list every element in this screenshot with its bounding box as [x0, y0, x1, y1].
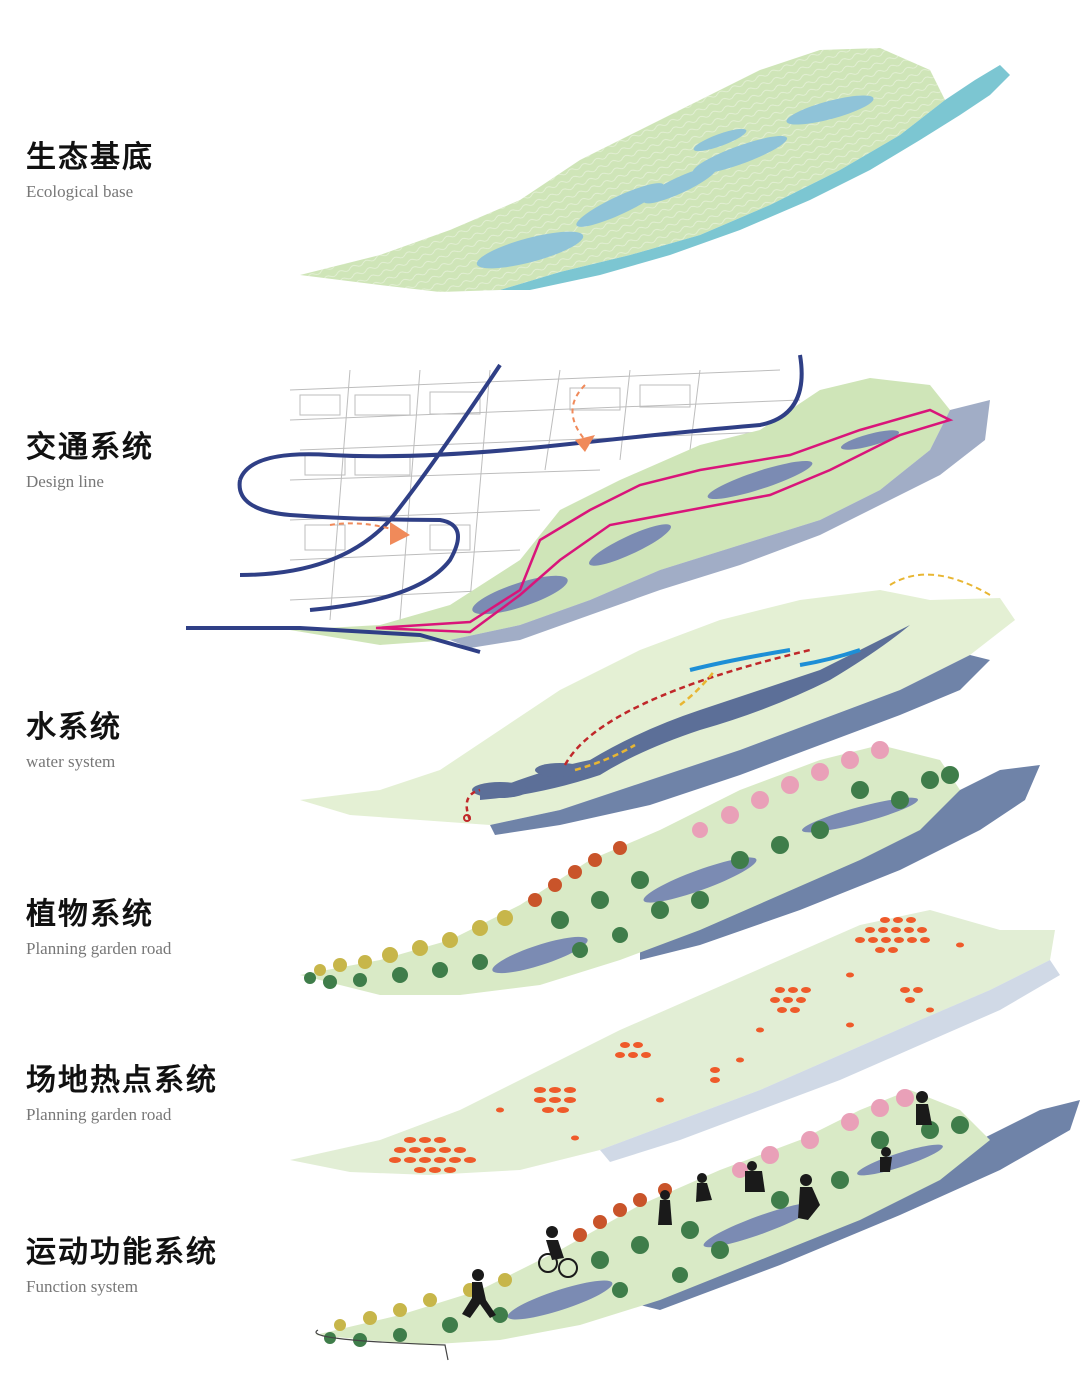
layer-sports [315, 1089, 1080, 1361]
arrow-head [575, 435, 595, 452]
pond [703, 1202, 817, 1248]
pond [857, 1144, 943, 1176]
layer-label-hotspots: 场地热点系统 Planning garden road [26, 1063, 218, 1125]
highway [239, 363, 502, 577]
tree-band-yellow [334, 1273, 512, 1331]
lake [643, 166, 717, 204]
flow-origin [463, 814, 471, 822]
lake [692, 135, 788, 175]
pond [507, 1280, 613, 1320]
tree-band-pink [732, 1089, 914, 1178]
layer-label-sports: 运动功能系统 Function system [26, 1235, 218, 1297]
layer-hotspots [290, 910, 1060, 1175]
layer-traffic [186, 354, 990, 654]
pond [589, 524, 671, 566]
layer-label-water: 水系统 water system [26, 710, 122, 772]
hotspot-cluster [389, 1137, 476, 1173]
flow-arrow [571, 384, 586, 441]
city-blocks [289, 369, 821, 621]
runner-silhouette [462, 1269, 496, 1318]
arrow-head [390, 522, 410, 545]
land-mass [315, 1090, 990, 1345]
hotspot-cluster [615, 1042, 720, 1083]
land-mass [290, 910, 1055, 1175]
pond [472, 782, 528, 798]
pond [643, 857, 757, 903]
path-edge [315, 1329, 449, 1361]
water-flow-yellow [574, 743, 636, 772]
cyclist-silhouette [538, 1226, 578, 1278]
shadow [600, 960, 1060, 1162]
pond [707, 460, 813, 500]
route-line [375, 408, 954, 634]
shadow [490, 655, 990, 835]
tree-band-green [304, 766, 959, 989]
pond [480, 625, 910, 800]
flow-arrow [329, 522, 396, 531]
land-mass [300, 745, 960, 995]
layer-title-zh: 运动功能系统 [26, 1235, 218, 1270]
tree-band-green [324, 1116, 969, 1347]
land-mass [300, 590, 1015, 825]
tree-band-orange [528, 841, 627, 907]
layer-title-en: Planning garden road [26, 939, 172, 958]
layer-title-zh: 场地热点系统 [26, 1063, 218, 1098]
layer-plants [300, 741, 1040, 995]
player-silhouette [658, 1091, 932, 1225]
highway [237, 479, 460, 612]
pond [840, 430, 900, 450]
lake [476, 231, 584, 269]
layer-title-zh: 植物系统 [26, 897, 154, 932]
layer-title-en: water system [26, 752, 116, 771]
highway [186, 626, 481, 654]
pond [492, 936, 588, 974]
layer-title-zh: 交通系统 [26, 430, 154, 465]
tree-band-yellow [314, 910, 513, 976]
water-flow-yellow [679, 669, 716, 706]
lake [786, 95, 874, 125]
lake [576, 183, 664, 227]
pond [802, 797, 918, 833]
highway [238, 354, 804, 481]
layer-title-zh: 水系统 [26, 710, 122, 745]
blue-stream [689, 648, 791, 672]
pond [535, 763, 585, 777]
layer-title-en: Ecological base [26, 182, 134, 201]
layer-title-en: Planning garden road [26, 1105, 172, 1124]
tree-band-pink [692, 741, 889, 838]
layer-ecological-base [300, 48, 1010, 292]
layer-label-traffic: 交通系统 Design line [26, 430, 154, 492]
layer-title-en: Function system [26, 1277, 138, 1296]
layer-label-ecological-base: 生态基底 Ecological base [26, 140, 154, 202]
blue-stream [799, 648, 861, 667]
water-flow-red [563, 648, 811, 766]
layer-label-plants: 植物系统 Planning garden road [26, 897, 171, 959]
hotspot-cluster [770, 987, 923, 1013]
hotspot-cluster [855, 917, 930, 953]
layer-title-en: Design line [26, 472, 104, 491]
layer-water [300, 573, 1015, 835]
land-mass [290, 378, 950, 645]
hotspot-scatter [496, 942, 964, 1141]
hotspot-cluster [534, 1087, 576, 1113]
lake [693, 128, 747, 152]
water-flow-yellow [889, 573, 991, 596]
layer-title-zh: 生态基底 [26, 140, 154, 175]
